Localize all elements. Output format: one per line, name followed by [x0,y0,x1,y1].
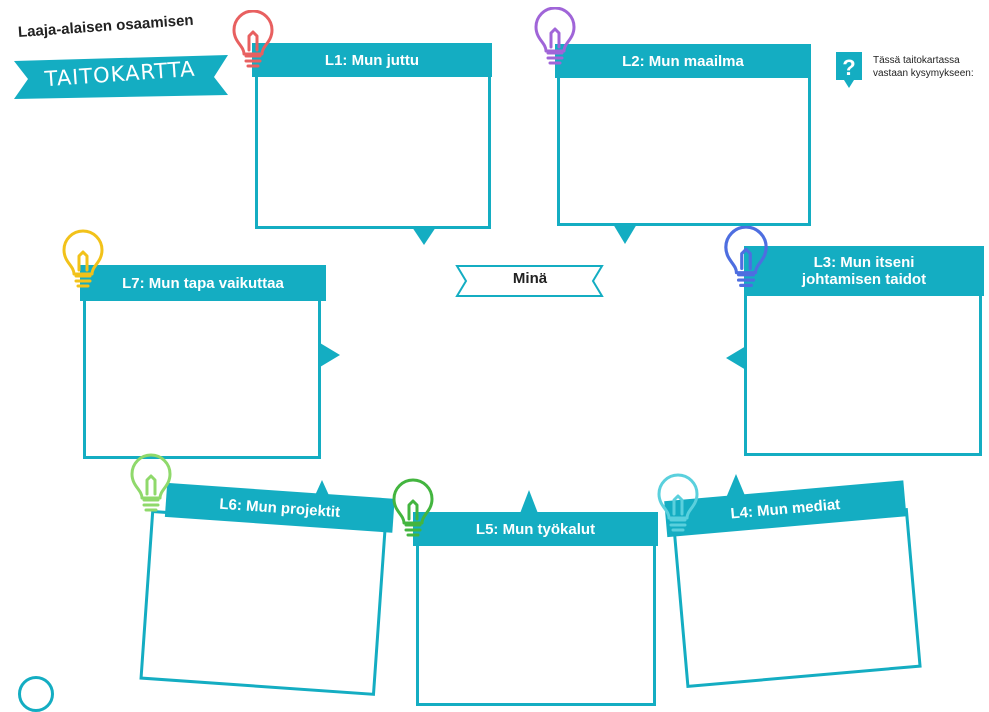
lightbulb-icon [534,7,576,65]
lightbulb-icon [392,478,434,537]
card-l2: L2: Mun maailma [555,44,815,249]
answer-box-l3[interactable] [744,286,982,456]
card-title-l3-line2: johtamisen taidot [801,271,927,288]
answer-box-l2[interactable] [557,68,811,226]
lightbulb-icon [130,453,172,512]
card-l7: L7: Mun tapa vaikuttaa [80,265,340,465]
card-title-l7: L7: Mun tapa vaikuttaa [80,265,326,301]
answer-box-l6[interactable] [139,509,387,696]
pointer-l5 [519,490,539,516]
pointer-l4 [726,474,746,498]
lightbulb-icon [657,473,699,532]
lightbulb-icon [62,229,104,288]
question-icon[interactable]: ? [834,50,864,90]
card-l1: L1: Mun juttu [252,43,492,248]
map-subtitle: Laaja-alaisen osaamisen [17,11,195,41]
pointer-l7 [320,343,340,367]
card-l4: L4: Mun mediat [664,479,930,690]
card-title-l5: L5: Mun työkalut [413,512,658,546]
center-ribbon [455,265,604,297]
help-line-1: Tässä taitokartassa [873,55,960,66]
pointer-l2 [613,224,637,244]
answer-box-l7[interactable] [83,293,321,459]
help-line-2: vastaan kysymykseen: [873,68,974,79]
pointer-l1 [412,227,436,245]
help-text: Tässä taitokartassa vastaan kysymykseen: [873,54,974,80]
answer-box-l5[interactable] [416,536,656,706]
card-title-l3: L3: Mun itseni johtamisen taidot [744,246,984,296]
footer-logo [18,676,54,712]
title-ribbon [14,55,228,99]
answer-box-l1[interactable] [255,67,491,229]
pointer-l3 [726,346,746,370]
card-l5: L5: Mun työkalut [413,512,658,706]
svg-text:?: ? [842,55,855,80]
lightbulb-icon [724,226,768,287]
answer-box-l4[interactable] [672,508,922,689]
card-l3: L3: Mun itseni johtamisen taidot [724,246,986,458]
center-label: Minä [512,270,548,287]
card-title-l2: L2: Mun maailma [555,44,811,78]
card-title-l1: L1: Mun juttu [252,43,492,77]
lightbulb-icon [232,10,274,68]
card-title-l3-line1: L3: Mun itseni [813,254,915,271]
